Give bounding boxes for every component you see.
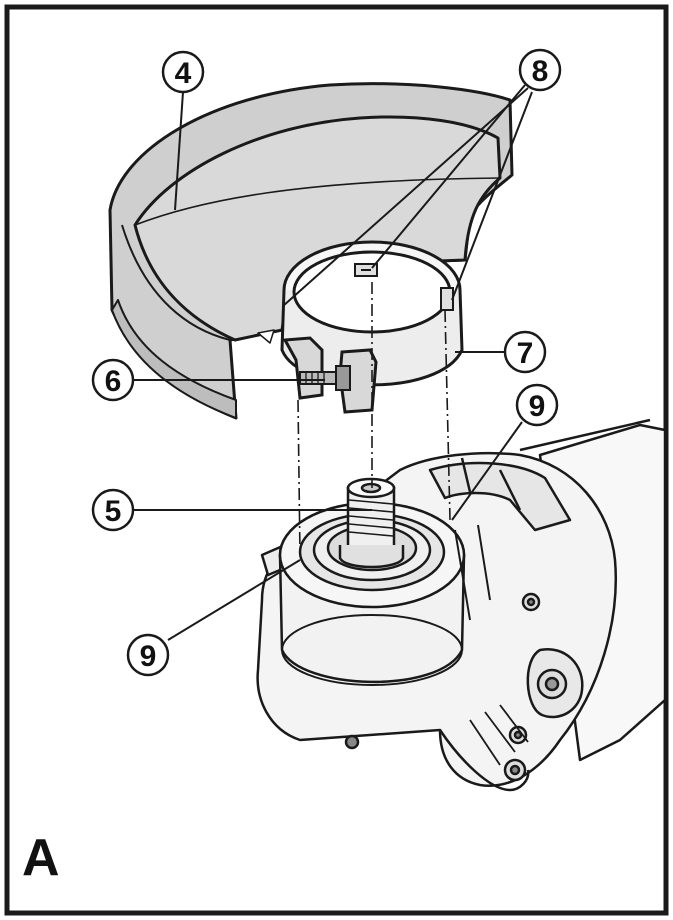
callout-label-9-right: 9 — [529, 390, 546, 423]
callout-4: 4 — [161, 50, 205, 94]
figure-letter: A — [22, 829, 60, 887]
callout-9-right: 9 — [515, 383, 559, 427]
alignment-lines — [297, 282, 451, 556]
callout-label-9-left: 9 — [140, 640, 157, 673]
callout-5: 5 — [91, 488, 135, 532]
callout-label-4: 4 — [175, 57, 192, 90]
callout-8: 8 — [518, 48, 562, 92]
callout-label-6: 6 — [105, 365, 122, 398]
grinder-body — [256, 418, 667, 792]
callout-9-left: 9 — [126, 633, 170, 677]
callout-label-7: 7 — [517, 337, 534, 370]
wheel-guard — [108, 82, 514, 420]
leader-lines — [132, 84, 533, 641]
spindle — [338, 477, 405, 569]
callout-label-5: 5 — [105, 495, 122, 528]
callout-6: 6 — [91, 358, 135, 402]
callout-label-8: 8 — [532, 55, 549, 88]
callout-7: 7 — [503, 330, 547, 374]
